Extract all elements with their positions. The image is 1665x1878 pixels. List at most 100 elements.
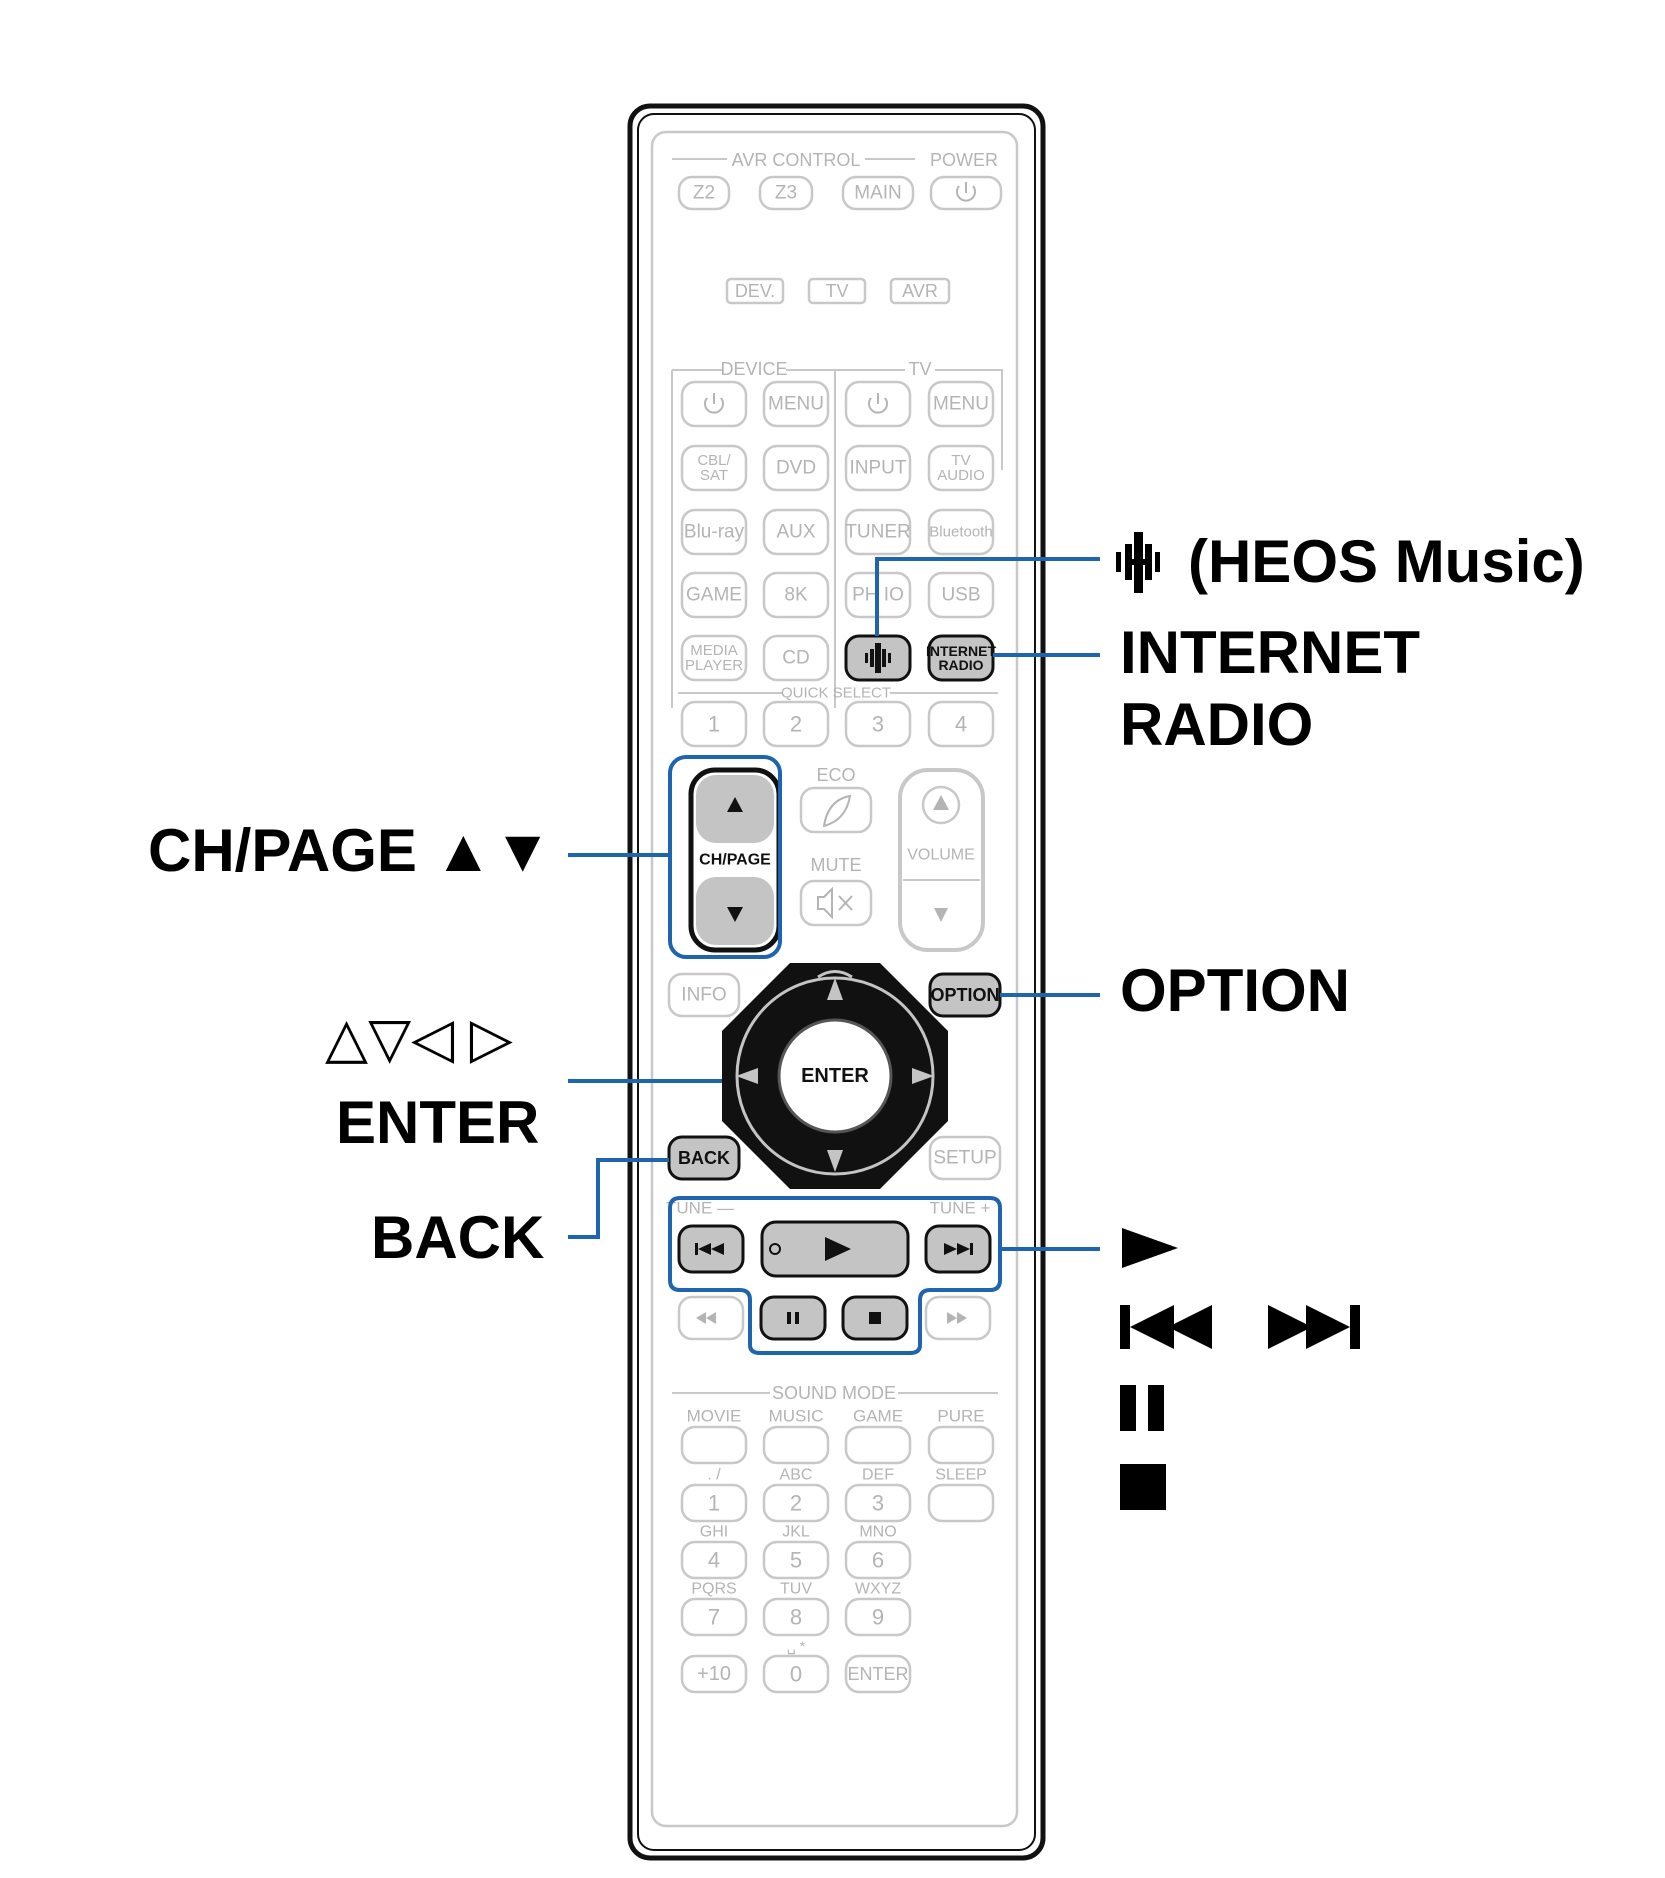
tv-menu-button-label: MENU <box>933 394 989 415</box>
heos-key-bar-4 <box>888 653 891 663</box>
bluray-button[interactable]: Blu-ray <box>680 508 748 556</box>
device-menu-button-label: MENU <box>768 394 824 415</box>
previous-button[interactable] <box>677 1224 745 1274</box>
bluetooth-button[interactable]: Bluetooth <box>927 508 995 556</box>
keypad-4-button[interactable]: 4 <box>680 1540 748 1580</box>
keypad-8-button[interactable]: 8 <box>762 1597 830 1637</box>
game-button[interactable]: GAME <box>680 571 748 619</box>
volume-key[interactable]: VOLUME <box>898 768 985 952</box>
option-button[interactable]: OPTION <box>928 972 1002 1018</box>
next-tri-2 <box>957 1243 970 1255</box>
quick-select-4-button[interactable]: 4 <box>927 700 995 748</box>
stop-icon <box>1120 1464 1168 1517</box>
tv-button-label: TV <box>825 281 848 301</box>
media-player-button-label-1: MEDIA <box>690 642 738 659</box>
keypad-1-button[interactable]: 1 <box>680 1483 748 1523</box>
setup-button[interactable]: SETUP <box>928 1135 1002 1181</box>
cd-button[interactable]: CD <box>762 634 830 682</box>
sleep-button[interactable] <box>927 1483 995 1523</box>
keypad-plus10-button[interactable]: +10 <box>680 1654 748 1694</box>
dvd-button[interactable]: DVD <box>762 444 830 492</box>
mute-button[interactable] <box>799 879 873 927</box>
keypad-7-button[interactable]: 7 <box>680 1597 748 1637</box>
tuner-button[interactable]: TUNER <box>844 508 912 556</box>
game-button-label: GAME <box>686 585 742 606</box>
prev-tri-2 <box>711 1243 724 1255</box>
z3-button[interactable]: Z3 <box>758 175 814 211</box>
keypad-letters-1-2: MNO <box>859 1524 896 1541</box>
pause-icon <box>1120 1385 1170 1436</box>
main-button[interactable]: MAIN <box>841 175 915 211</box>
back-button[interactable]: BACK <box>667 1135 741 1181</box>
cursor-pad[interactable]: ENTER <box>722 963 948 1189</box>
skip-icons <box>1120 1303 1400 1356</box>
heos-icon <box>1113 530 1163 595</box>
eco-label: ECO <box>816 765 855 785</box>
fast-forward-button[interactable] <box>924 1295 992 1341</box>
info-button[interactable]: INFO <box>667 972 741 1018</box>
play-button[interactable] <box>760 1220 910 1278</box>
dvd-button-label: DVD <box>776 458 816 479</box>
pause-button[interactable] <box>759 1295 827 1341</box>
bluetooth-button-label: Bluetooth <box>929 524 992 541</box>
keypad-plus10-button-label: +10 <box>697 1663 731 1685</box>
leaf-icon <box>822 794 852 828</box>
keypad-5-button-label: 5 <box>790 1548 802 1573</box>
tune-plus-label: TUNE + <box>930 1199 991 1218</box>
tv-menu-button[interactable]: MENU <box>927 380 995 428</box>
quick-select-label: QUICK SELECT <box>781 685 891 702</box>
sound-mode-music-button[interactable] <box>762 1425 830 1465</box>
quick-select-1-button[interactable]: 1 <box>680 700 748 748</box>
sound-mode-pure-button[interactable] <box>927 1425 995 1465</box>
volume-down-arrow <box>934 908 948 922</box>
8k-button[interactable]: 8K <box>762 571 830 619</box>
quick-select-2-button[interactable]: 2 <box>762 700 830 748</box>
sound-mode-label: SOUND MODE <box>772 1383 896 1403</box>
aux-button[interactable]: AUX <box>762 508 830 556</box>
sound-mode-movie-button[interactable] <box>680 1425 748 1465</box>
callout-internet-radio-line2: RADIO <box>1120 691 1314 758</box>
keypad-letters-1-0: GHI <box>700 1524 728 1541</box>
heos-key-bar-2 <box>875 643 881 673</box>
input-button[interactable]: INPUT <box>844 444 912 492</box>
cbl-sat-button[interactable]: CBL/SAT <box>680 444 748 492</box>
keypad-2-button[interactable]: 2 <box>762 1483 830 1523</box>
usb-button[interactable]: USB <box>927 571 995 619</box>
quick-select-3-button[interactable]: 3 <box>844 700 912 748</box>
keypad-5-button[interactable]: 5 <box>762 1540 830 1580</box>
stop-button[interactable] <box>841 1295 909 1341</box>
keypad-8-button-label: 8 <box>790 1605 802 1630</box>
rewind-button[interactable] <box>677 1295 745 1341</box>
ch-page-key[interactable]: CH/PAGE <box>688 767 782 953</box>
keypad-9-button[interactable]: 9 <box>844 1597 912 1637</box>
z2-button[interactable]: Z2 <box>677 175 731 211</box>
avr-button[interactable]: AVR <box>889 277 951 305</box>
bluray-button-label: Blu-ray <box>684 522 745 543</box>
keypad-3-button-label: 3 <box>872 1491 884 1516</box>
back-button-label: BACK <box>678 1148 730 1168</box>
rew-tri-1 <box>696 1312 706 1324</box>
power-icon <box>956 185 976 202</box>
tv-audio-button-label-2: AUDIO <box>937 467 985 484</box>
keypad-enter-button[interactable]: ENTER <box>844 1654 912 1694</box>
dev-button[interactable]: DEV. <box>725 277 785 305</box>
cursor-right-arrow <box>912 1068 934 1084</box>
tv-group-frame <box>835 369 1003 470</box>
enter-label: ENTER <box>801 1065 869 1087</box>
tv-button[interactable]: TV <box>807 277 867 305</box>
device-menu-button[interactable]: MENU <box>762 380 830 428</box>
keypad-3-button[interactable]: 3 <box>844 1483 912 1523</box>
avr-control-label: AVR CONTROL <box>732 150 861 170</box>
sound-mode-label-0: MOVIE <box>687 1407 742 1426</box>
heos-music-button[interactable] <box>844 634 912 682</box>
next-button[interactable] <box>924 1224 992 1274</box>
keypad-6-button[interactable]: 6 <box>844 1540 912 1580</box>
keypad-0-button[interactable]: 0 <box>762 1654 830 1694</box>
sound-mode-game-button[interactable] <box>844 1425 912 1465</box>
eco-button[interactable] <box>799 786 873 834</box>
volume-label: VOLUME <box>907 847 975 864</box>
